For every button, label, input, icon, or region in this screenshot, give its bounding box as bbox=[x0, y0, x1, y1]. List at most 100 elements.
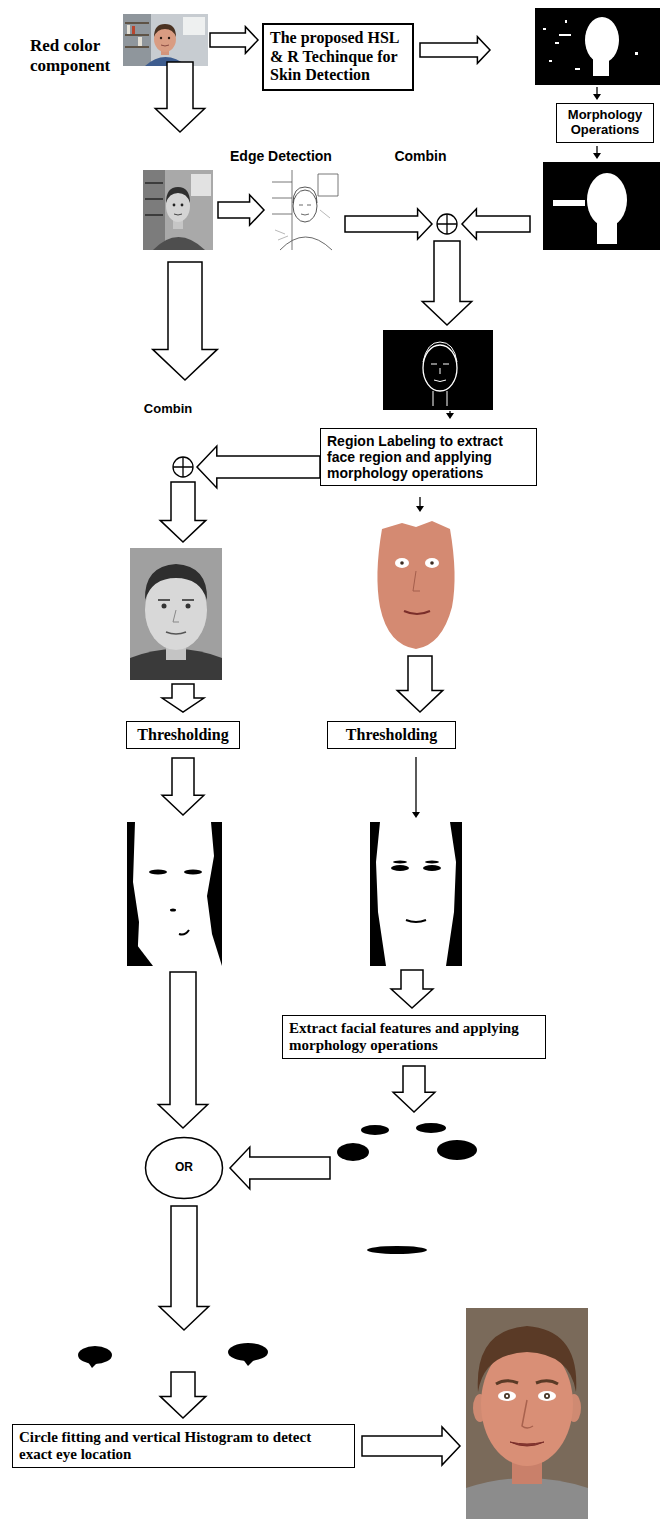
threshold-image-right bbox=[446, 822, 462, 966]
gray-face-image bbox=[186, 604, 191, 609]
red-component-image bbox=[145, 214, 163, 216]
flow-arrow bbox=[158, 972, 207, 1128]
flow-arrow bbox=[218, 195, 264, 225]
edge-image bbox=[275, 210, 330, 240]
flow-arrow bbox=[155, 62, 204, 132]
face-region-image bbox=[377, 521, 454, 649]
gray-face-image bbox=[130, 548, 222, 680]
threshold-image-right bbox=[425, 861, 439, 864]
edge-image bbox=[293, 190, 317, 222]
input-photo bbox=[125, 22, 149, 24]
result-face-image bbox=[466, 1308, 588, 1519]
gray-face-image bbox=[173, 610, 179, 622]
input-photo bbox=[168, 37, 170, 39]
input-photo bbox=[125, 46, 149, 48]
flow-arrow bbox=[420, 37, 490, 64]
combine-label: Combin bbox=[383, 148, 458, 164]
thin-arrow-shaft bbox=[596, 87, 597, 95]
skin-mask-image bbox=[635, 52, 638, 55]
result-face-image bbox=[538, 1391, 556, 1401]
annotation-label: Edge Detection bbox=[230, 148, 332, 164]
process-box: Extract facial features and applying mor… bbox=[282, 1015, 546, 1060]
node-text: Thresholding bbox=[334, 726, 449, 744]
result-face-image bbox=[544, 1393, 550, 1399]
red-component-image bbox=[153, 237, 205, 250]
facial-features-image bbox=[367, 1246, 427, 1254]
face-region-image bbox=[413, 571, 420, 591]
threshold-image-right bbox=[393, 861, 407, 864]
result-face-image bbox=[466, 1478, 588, 1519]
combine-symbol: Combin bbox=[383, 148, 458, 238]
combine-label: Combin bbox=[139, 402, 197, 417]
result-face-image bbox=[506, 1395, 508, 1397]
node-text: OR bbox=[175, 1161, 193, 1175]
flow-arrow bbox=[230, 1147, 330, 1189]
input-photo bbox=[183, 17, 205, 35]
node-text: Thresholding bbox=[133, 726, 233, 744]
result-face-image bbox=[504, 1393, 510, 1399]
threshold-image-left bbox=[127, 932, 153, 966]
input-photo bbox=[123, 14, 208, 66]
facial-features-image bbox=[437, 1140, 477, 1160]
result-face-image bbox=[522, 1400, 533, 1428]
skin-mask-image bbox=[535, 8, 660, 85]
flow-arrow bbox=[397, 656, 443, 712]
input-photo bbox=[161, 45, 169, 46]
edge-image bbox=[272, 170, 338, 250]
edge-image bbox=[270, 170, 340, 250]
process-box: Circle fitting and vertical Histogram to… bbox=[12, 1424, 355, 1469]
gray-face-image bbox=[158, 599, 194, 601]
face-region-image bbox=[404, 611, 430, 614]
process-box: Thresholding bbox=[327, 721, 456, 749]
input-photo bbox=[138, 37, 142, 46]
thin-arrow bbox=[416, 497, 424, 512]
skin-mask-image bbox=[535, 8, 660, 85]
threshold-image-right bbox=[370, 822, 462, 966]
thin-arrow bbox=[412, 757, 420, 818]
thin-arrow-head bbox=[593, 153, 601, 159]
eye-region-image bbox=[78, 1343, 268, 1368]
flow-arrow bbox=[197, 446, 320, 488]
flow-arrow bbox=[393, 1066, 435, 1112]
facial-features-image bbox=[337, 1143, 369, 1161]
thin-arrow-head bbox=[446, 413, 454, 419]
result-face-image bbox=[496, 1381, 558, 1384]
red-component-image bbox=[143, 170, 165, 250]
combined-image bbox=[383, 330, 493, 410]
threshold-image-right bbox=[406, 920, 426, 922]
result-face-image bbox=[466, 1308, 588, 1519]
facial-features-image bbox=[337, 1123, 477, 1254]
red-component-image bbox=[145, 182, 163, 184]
face-region-image bbox=[395, 558, 409, 568]
eye-region-image bbox=[88, 1362, 98, 1368]
threshold-image-right bbox=[391, 865, 409, 871]
or-ellipse bbox=[146, 1138, 223, 1199]
result-face-image bbox=[510, 1442, 544, 1446]
threshold-image-left bbox=[170, 909, 176, 912]
red-component-image bbox=[143, 170, 213, 250]
flow-arrow bbox=[159, 1206, 208, 1330]
node-text: Morphology Operations bbox=[563, 108, 647, 138]
edge-image bbox=[280, 205, 332, 250]
thin-arrow-shaft bbox=[419, 497, 420, 507]
red-component-image bbox=[191, 174, 211, 196]
flow-arrow bbox=[462, 209, 530, 239]
red-component-image bbox=[174, 214, 182, 215]
input-photo bbox=[132, 26, 135, 34]
combined-image bbox=[431, 364, 449, 406]
combined-image bbox=[423, 342, 457, 362]
gray-face-image bbox=[130, 548, 222, 680]
skin-mask-image bbox=[559, 34, 571, 36]
gray-face-image bbox=[162, 604, 167, 609]
face-region-image bbox=[372, 515, 461, 652]
flow-arrow bbox=[162, 684, 204, 712]
flow-arrow bbox=[160, 1372, 206, 1418]
node-text: Circle fitting and vertical Histogram to… bbox=[19, 1429, 348, 1464]
morphology-mask-image bbox=[587, 173, 627, 227]
face-region-image bbox=[372, 515, 461, 652]
flow-arrow bbox=[162, 758, 204, 815]
combine-circle bbox=[437, 214, 457, 234]
flow-arrow bbox=[391, 970, 433, 1008]
